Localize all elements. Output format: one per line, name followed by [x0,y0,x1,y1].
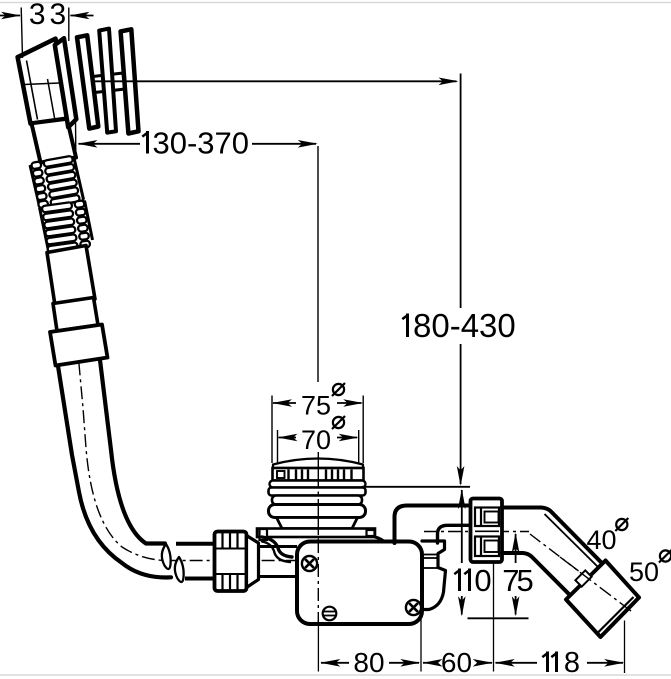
svg-text:8: 8 [564,647,580,679]
svg-text:50: 50 [629,557,659,587]
svg-text:70: 70 [301,425,331,455]
svg-text:75: 75 [301,391,331,421]
svg-text:80: 80 [353,647,384,678]
svg-text:60: 60 [441,647,472,678]
svg-text:30-370: 30-370 [153,126,250,161]
svg-text:33: 33 [29,0,70,31]
svg-text:80-430: 80-430 [413,307,516,344]
svg-text:0: 0 [474,563,491,598]
svg-text:75: 75 [502,563,532,598]
svg-text:40: 40 [586,525,616,555]
